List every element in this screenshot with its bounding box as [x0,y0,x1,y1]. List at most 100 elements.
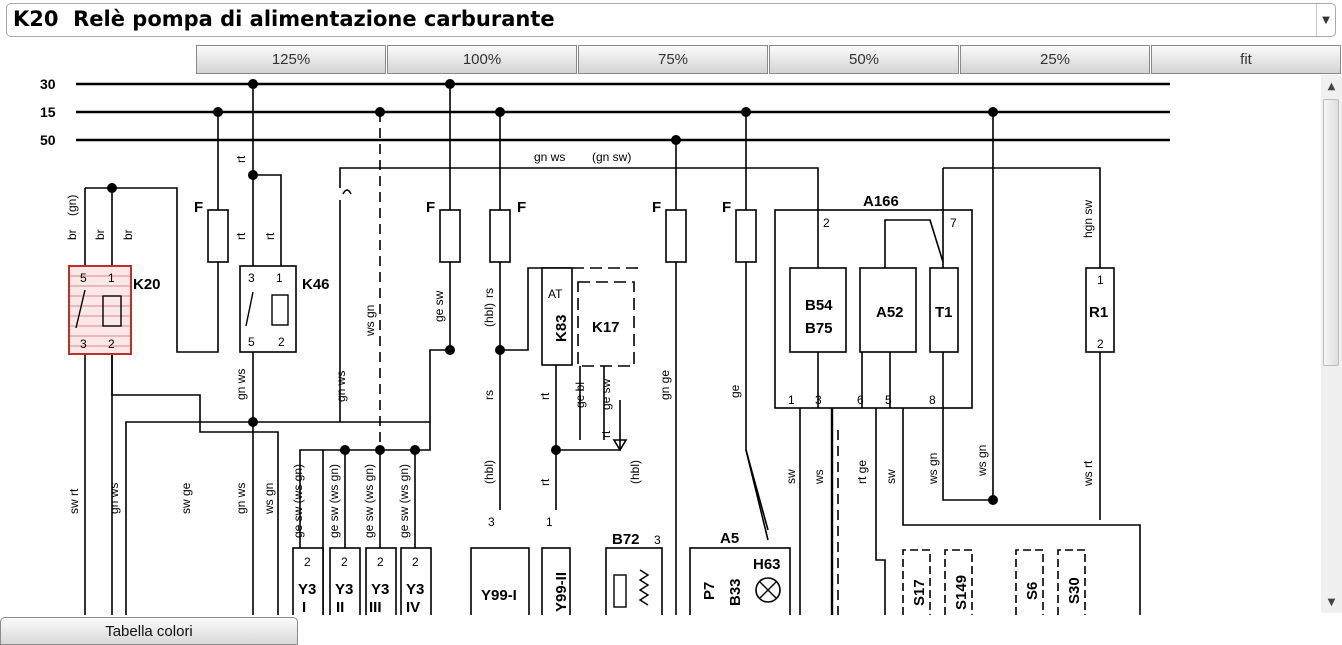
t1-label: T1 [935,304,953,321]
y99ii-label: Y99-II [553,572,570,612]
svg-text:rt: rt [599,430,613,438]
svg-text:br: br [121,229,135,240]
a166-label: A166 [863,193,899,210]
zoom-75-button[interactable]: 75% [578,45,768,74]
svg-text:rt: rt [234,155,248,163]
p7-label: P7 [701,582,718,600]
svg-text:gn ws: gn ws [334,371,348,402]
zoom-25-button[interactable]: 25% [960,45,1150,74]
svg-text:sw: sw [784,469,798,484]
color-table-tab[interactable]: Tabella colori [0,617,298,645]
svg-text:ge bl: ge bl [573,382,587,408]
svg-text:5: 5 [885,393,892,407]
svg-text:ge sw: ge sw [432,290,446,322]
svg-text:rt: rt [538,478,552,486]
svg-text:5: 5 [80,271,87,285]
svg-text:rt: rt [263,232,277,240]
r1-label: R1 [1089,304,1108,321]
svg-text:ge: ge [728,384,742,398]
svg-text:ws: ws [812,469,826,485]
h63-label: H63 [753,556,781,573]
svg-text:gn ws: gn ws [234,483,248,514]
svg-text:ge sw (ws gn): ge sw (ws gn) [397,464,411,538]
svg-text:ge sw (ws gn): ge sw (ws gn) [291,464,305,538]
svg-text:1: 1 [1097,273,1104,287]
svg-text:3: 3 [654,533,661,547]
a52-label: A52 [876,304,904,321]
component-select[interactable]: K20 Relè pompa di alimentazione carburan… [6,3,1336,37]
svg-text:sw rt: sw rt [67,488,81,514]
y99i-label: Y99-I [481,587,517,604]
svg-text:(hbl): (hbl) [482,460,496,484]
zoom-125-button[interactable]: 125% [196,45,386,74]
fuse-label: F [722,199,731,216]
svg-text:gn ws: gn ws [234,369,248,400]
chevron-down-icon[interactable]: ▼ [1316,4,1335,36]
fuse-label: F [194,199,203,216]
svg-text:ws rt: ws rt [1081,460,1095,487]
svg-text:6: 6 [857,393,864,407]
k20-label: K20 [133,276,161,293]
scroll-down-icon[interactable]: ▼ [1327,596,1336,608]
k46-label: K46 [302,276,330,293]
page-title: K20 Relè pompa di alimentazione carburan… [13,7,555,31]
svg-text:br: br [65,229,79,240]
svg-text:(hbl): (hbl) [482,303,496,327]
scrollbar-thumb[interactable] [1323,99,1339,366]
rail-30-label: 30 [40,76,56,92]
svg-text:8: 8 [929,393,936,407]
svg-text:7: 7 [950,216,957,230]
svg-text:I: I [302,599,306,615]
zoom-50-button[interactable]: 50% [769,45,959,74]
a5-label: A5 [720,530,739,547]
scroll-up-icon[interactable]: ▲ [1327,80,1336,92]
svg-text:rt: rt [538,392,552,400]
svg-text:rs: rs [482,288,496,298]
s17-label: S17 [911,579,928,606]
zoom-fit-button[interactable]: fit [1151,45,1341,74]
fuse-label: F [652,199,661,216]
svg-text:3: 3 [80,337,87,351]
svg-text:ge sw (ws gn): ge sw (ws gn) [327,464,341,538]
svg-text:3: 3 [488,515,495,529]
svg-text:3: 3 [248,271,255,285]
svg-text:5: 5 [248,335,255,349]
k83-label: K83 [553,314,570,342]
svg-text:2: 2 [341,555,348,569]
svg-text:gn ws: gn ws [107,483,121,514]
s30-label: S30 [1066,577,1083,604]
vertical-scrollbar[interactable]: ▲ ▼ [1321,75,1342,613]
at-label: AT [548,287,563,301]
svg-text:1: 1 [546,515,553,529]
svg-text:rt: rt [234,232,248,240]
fuse-label: F [517,199,526,216]
svg-text:sw: sw [884,469,898,484]
svg-text:rs: rs [482,390,496,400]
y3-label: Y3 [335,581,353,598]
s6-label: S6 [1024,582,1041,600]
svg-text:2: 2 [412,555,419,569]
k17-label: K17 [592,319,620,336]
zoom-100-button[interactable]: 100% [387,45,577,74]
svg-text:2: 2 [1097,337,1104,351]
b33-label: B33 [727,578,744,606]
svg-text:(gn): (gn) [65,195,79,216]
svg-text:rt ge: rt ge [855,460,869,484]
svg-text:1: 1 [108,271,115,285]
svg-text:3: 3 [815,393,822,407]
svg-text:1: 1 [276,271,283,285]
svg-text:br: br [93,229,107,240]
wiring-diagram[interactable]: 30 1 5 50 [0,75,1320,615]
svg-text:2: 2 [304,555,311,569]
b72-label: B72 [612,531,640,548]
k20-relay[interactable] [68,265,132,355]
rail-50-label: 50 [40,132,56,148]
svg-text:hgn sw: hgn sw [1081,200,1095,238]
y3-label: Y3 [406,581,424,598]
svg-text:2: 2 [823,216,830,230]
svg-text:ws gn: ws gn [363,305,377,337]
svg-text:ge sw: ge sw [599,378,613,410]
svg-text:2: 2 [108,337,115,351]
y3-label: Y3 [298,581,316,598]
svg-text:2: 2 [278,335,285,349]
